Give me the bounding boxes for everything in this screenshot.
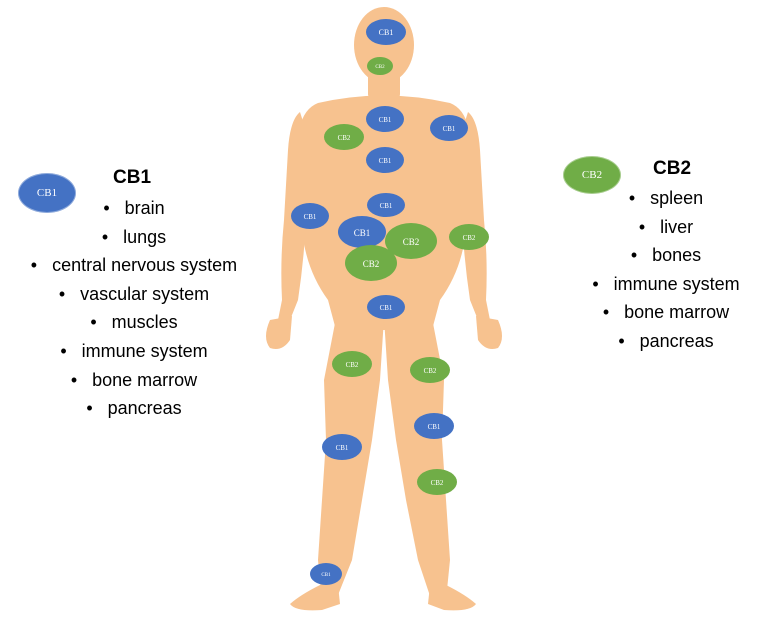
bullet-glyph: •	[90, 312, 112, 333]
cb2-marker: CB2	[417, 469, 457, 495]
marker-label: CB1	[379, 157, 392, 165]
marker-label: CB2	[338, 134, 351, 142]
cb1-marker: CB1	[322, 434, 362, 460]
cb1-marker: CB1	[414, 413, 454, 439]
list-item: • muscles	[0, 308, 268, 337]
list-item: • lungs	[0, 223, 268, 252]
cb2-item-text: immune system	[613, 273, 740, 294]
cb2-item-text: bone marrow	[624, 302, 730, 323]
marker-label: CB2	[346, 361, 359, 369]
cb1-item-text: muscles	[111, 312, 178, 333]
marker-label: CB1	[379, 116, 392, 124]
cb2-item-text: spleen	[650, 188, 704, 208]
list-item: • vascular system	[0, 280, 268, 309]
marker-label: CB1	[443, 125, 456, 133]
bullet-glyph: •	[70, 369, 93, 390]
cb1-item-text: brain	[124, 198, 165, 218]
list-item: • immune system	[0, 337, 268, 366]
marker-label: CB1	[336, 444, 349, 452]
bullet-glyph: •	[628, 188, 651, 208]
list-item: • bone marrow	[0, 366, 268, 395]
marker-label: CB1	[354, 228, 371, 238]
body-silhouette	[266, 7, 502, 611]
cb1-marker: CB1	[310, 563, 342, 585]
cb1-marker: CB1	[291, 203, 329, 229]
cb2-item-text: pancreas	[639, 330, 714, 351]
bullet-glyph: •	[30, 255, 53, 276]
cb1-marker: CB1	[366, 106, 404, 132]
list-item: • pancreas	[570, 327, 762, 356]
cb1-legend-badge-label: CB1	[36, 187, 58, 199]
marker-label: CB2	[424, 367, 437, 375]
cb1-item-text: lungs	[123, 226, 167, 247]
cb2-marker: CB2	[449, 224, 489, 250]
bullet-glyph: •	[58, 283, 81, 304]
list-item: • pancreas	[0, 394, 268, 423]
cb1-marker: CB1	[430, 115, 468, 141]
cb2-legend-badge: CB2	[563, 156, 621, 194]
bullet-glyph: •	[103, 198, 125, 218]
cb1-item-text: pancreas	[107, 398, 182, 419]
cb1-marker: CB1	[367, 193, 405, 217]
cb1-marker: CB1	[338, 216, 386, 248]
receptor-markers: CB1 CB2 CB1 CB2 CB1 CB1 CB1 CB1 CB1 CB2 …	[291, 19, 489, 585]
bullet-glyph: •	[86, 398, 108, 419]
marker-label: CB1	[379, 28, 394, 37]
cb2-marker: CB2	[410, 357, 450, 383]
list-item: • liver	[570, 213, 762, 242]
marker-label: CB2	[375, 65, 385, 70]
bullet-glyph: •	[592, 273, 614, 294]
cb1-marker: CB1	[366, 19, 406, 45]
cb2-marker: CB2	[332, 351, 372, 377]
cb1-marker: CB1	[367, 295, 405, 319]
list-item: • spleen	[570, 184, 762, 213]
marker-label: CB1	[380, 202, 393, 210]
bullet-glyph: •	[638, 216, 661, 237]
cb1-item-text: vascular system	[80, 283, 210, 304]
cb2-marker: CB2	[385, 223, 437, 259]
list-item: • bones	[570, 241, 762, 270]
marker-label: CB2	[403, 237, 420, 247]
marker-label: CB1	[428, 423, 441, 431]
cb1-legend-title: CB1	[113, 167, 152, 188]
marker-label: CB2	[463, 234, 476, 242]
cb1-item-text: bone marrow	[92, 369, 198, 390]
list-item: • brain	[0, 194, 268, 223]
cb1-marker: CB1	[366, 147, 404, 173]
cb2-legend-title: CB2	[653, 158, 692, 179]
cb1-item-text: central nervous system	[52, 255, 238, 276]
marker-label: CB1	[321, 573, 331, 578]
cb1-legend-badge: CB1	[18, 173, 76, 213]
bullet-glyph: •	[618, 330, 640, 351]
marker-label: CB1	[380, 304, 393, 312]
cb2-receptor-list: • spleen • liver • bones • immune system…	[570, 184, 762, 356]
cb2-marker: CB2	[367, 57, 393, 75]
marker-label: CB2	[431, 479, 444, 487]
list-item: • bone marrow	[570, 298, 762, 327]
marker-label: CB1	[304, 213, 317, 221]
cb1-receptor-list: • brain • lungs • central nervous system…	[0, 194, 268, 423]
cb1-item-text: immune system	[81, 340, 208, 361]
bullet-glyph: •	[602, 302, 625, 323]
bullet-glyph: •	[630, 245, 653, 266]
bullet-glyph: •	[60, 340, 82, 361]
cb2-marker: CB2	[345, 245, 397, 281]
list-item: • immune system	[570, 270, 762, 299]
marker-label: CB2	[363, 259, 380, 269]
list-item: • central nervous system	[0, 251, 268, 280]
cb2-item-text: bones	[652, 245, 702, 266]
cb2-legend-badge-label: CB2	[581, 169, 603, 181]
bullet-glyph: •	[101, 226, 124, 247]
cb2-item-text: liver	[660, 216, 694, 237]
cb2-marker: CB2	[324, 124, 364, 150]
